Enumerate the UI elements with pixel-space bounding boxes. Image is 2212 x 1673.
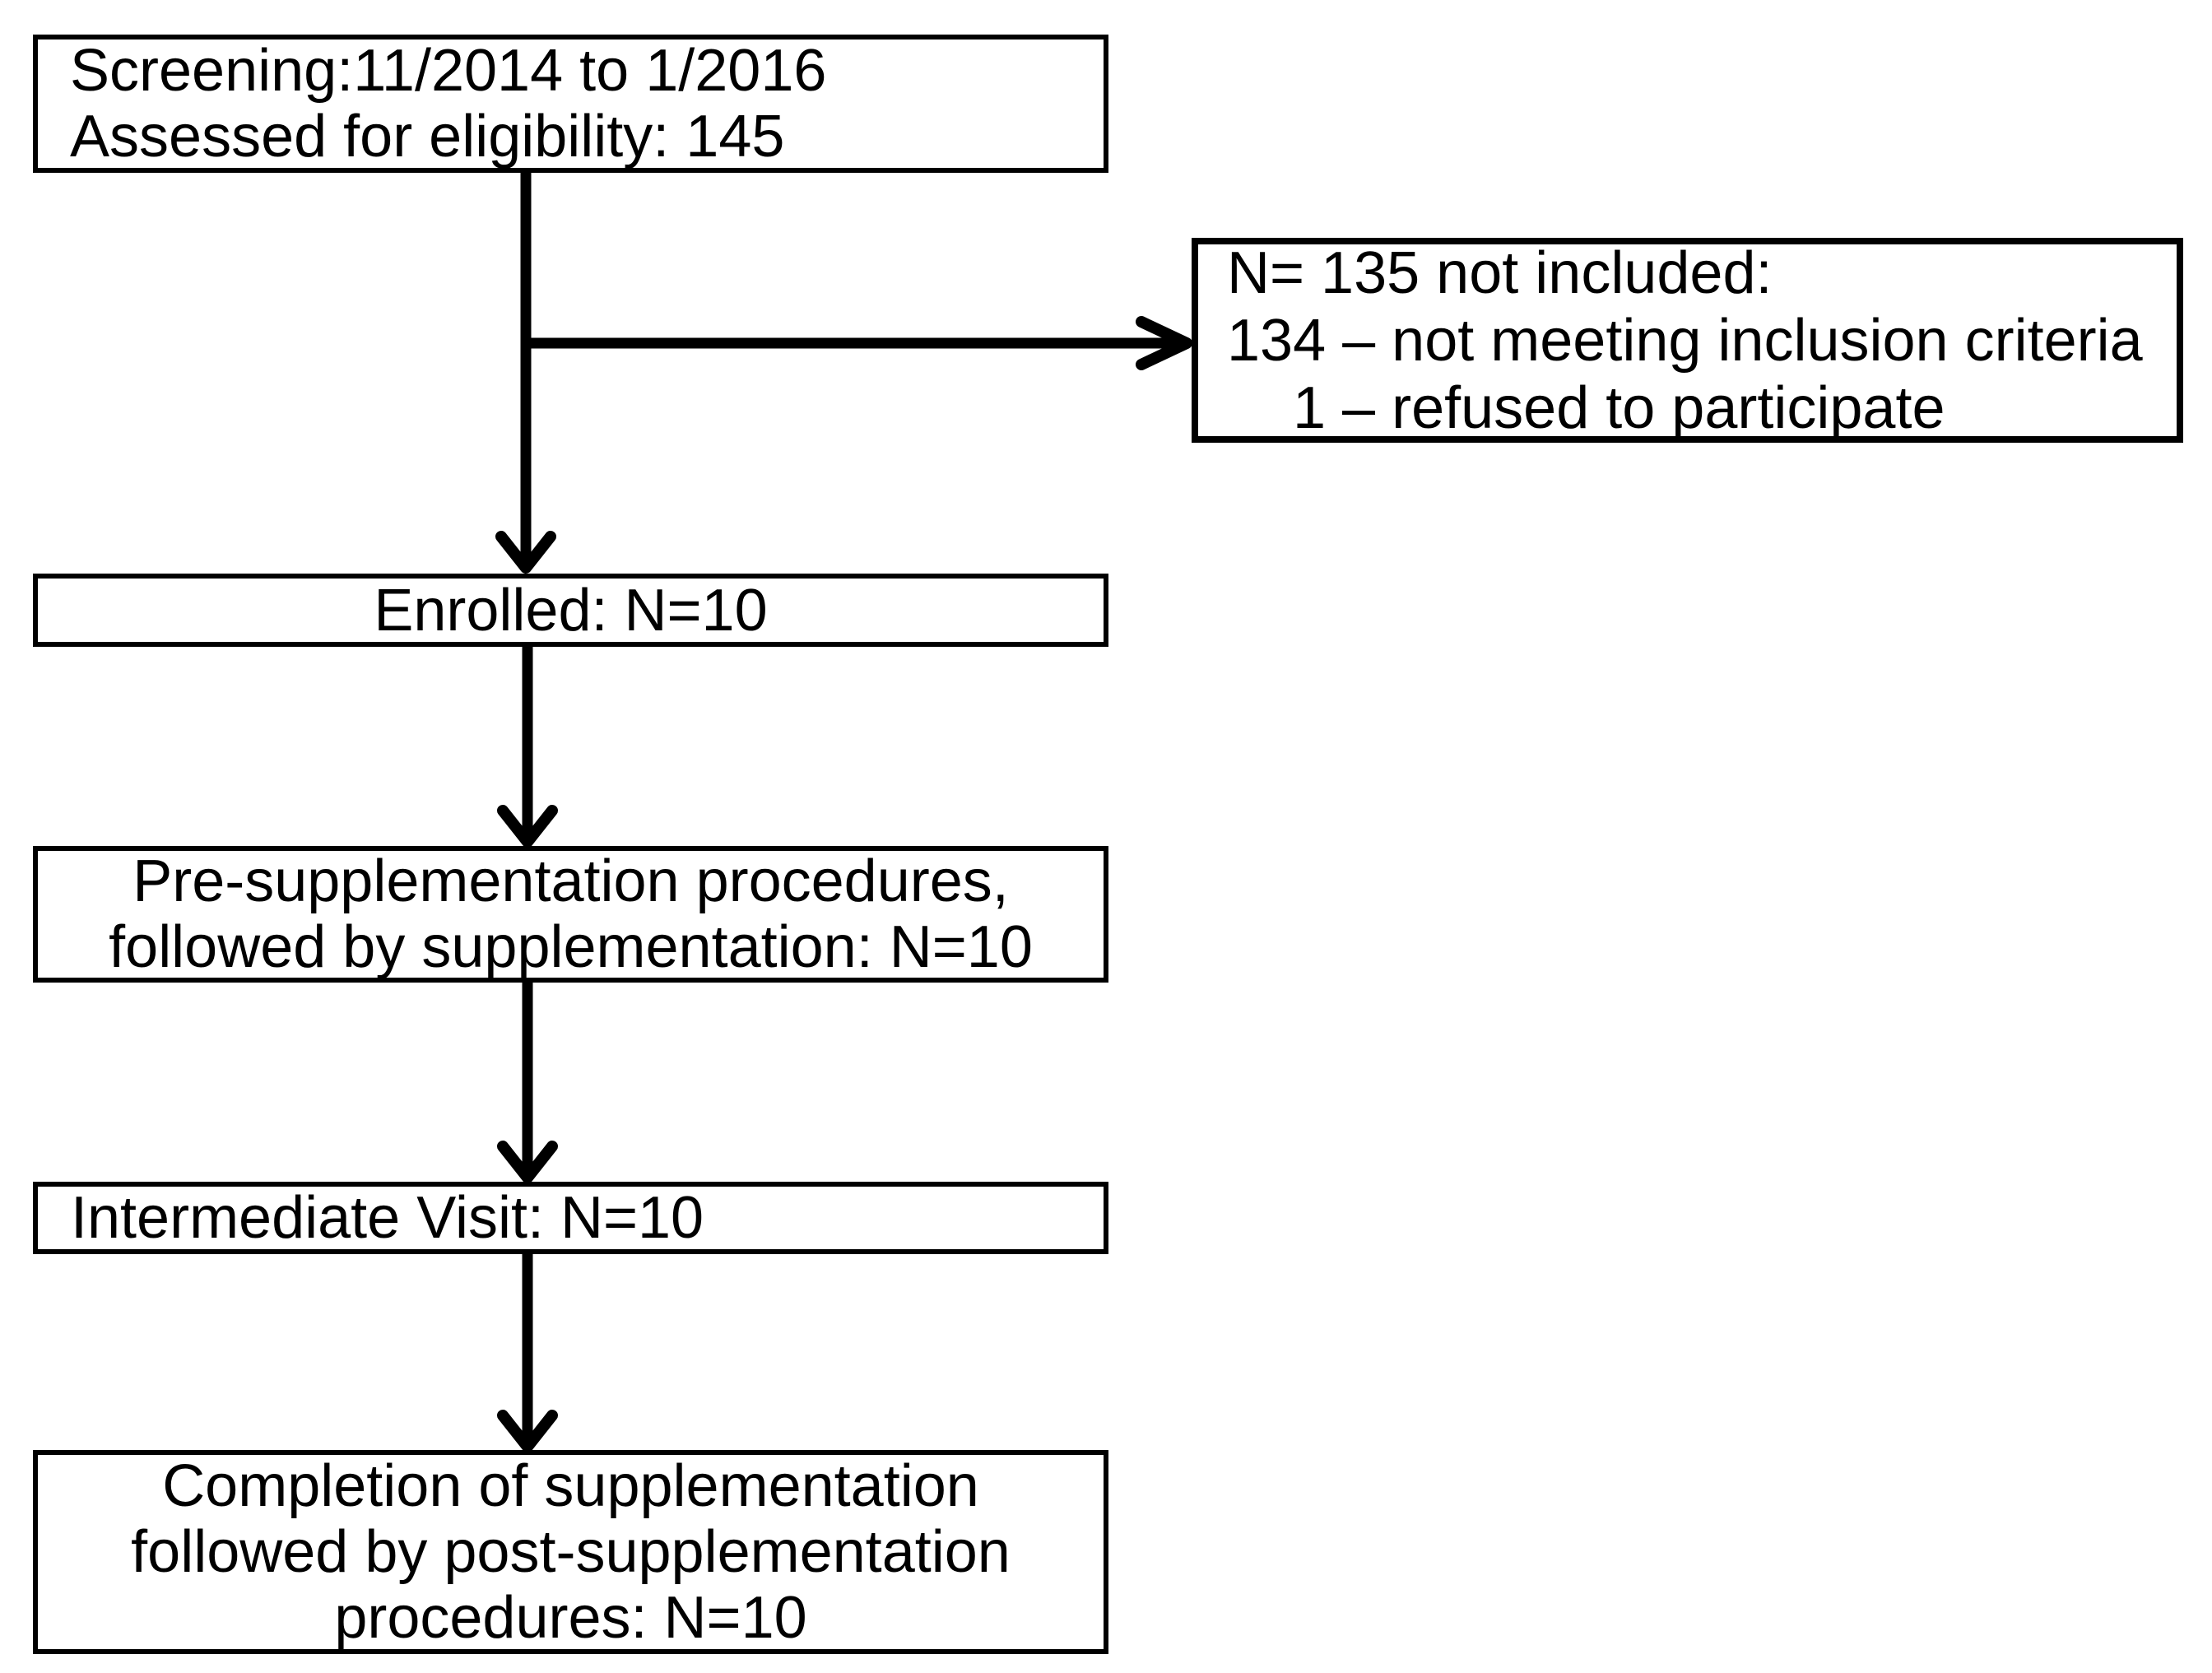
not-included-box: N= 135 not included: 134 – not meeting i… [1192, 238, 2183, 443]
followed-by-post-supplementation-text: followed by post-supplementation [131, 1519, 1011, 1585]
pre-supplementation-procedures-text: Pre-supplementation procedures, [132, 848, 1009, 914]
pre-supplementation-box: Pre-supplementation procedures, followed… [33, 846, 1108, 983]
enrolled-box: Enrolled: N=10 [33, 574, 1108, 647]
followed-by-supplementation-text: followed by supplementation: N=10 [109, 914, 1033, 980]
screening-period-text: Screening:11/2014 to 1/2016 [70, 38, 827, 104]
intermediate-visit-text: Intermediate Visit: N=10 [71, 1185, 704, 1251]
post-supplementation-procedures-text: procedures: N=10 [334, 1585, 807, 1651]
arrow-pre-supplementation-to-intermediate-visit [497, 982, 558, 1183]
screening-box: Screening:11/2014 to 1/2016 Assessed for… [33, 35, 1108, 173]
arrow-screening-to-not-included [521, 316, 1192, 370]
arrow-screening-to-enrolled [495, 173, 556, 574]
intermediate-visit-box: Intermediate Visit: N=10 [33, 1182, 1108, 1254]
completion-box: Completion of supplementation followed b… [33, 1450, 1108, 1654]
enrolled-text: Enrolled: N=10 [374, 577, 768, 644]
arrow-intermediate-visit-to-completion [497, 1252, 558, 1452]
not-included-total-text: N= 135 not included: [1227, 239, 1773, 306]
not-meeting-inclusion-criteria-text: 134 – not meeting inclusion criteria [1227, 307, 2143, 374]
assessed-for-eligibility-text: Assessed for eligibility: 145 [70, 104, 785, 170]
refused-to-participate-text: 1 – refused to participate [1293, 374, 1945, 441]
completion-of-supplementation-text: Completion of supplementation [162, 1453, 979, 1519]
arrow-enrolled-to-pre-supplementation [497, 646, 558, 848]
